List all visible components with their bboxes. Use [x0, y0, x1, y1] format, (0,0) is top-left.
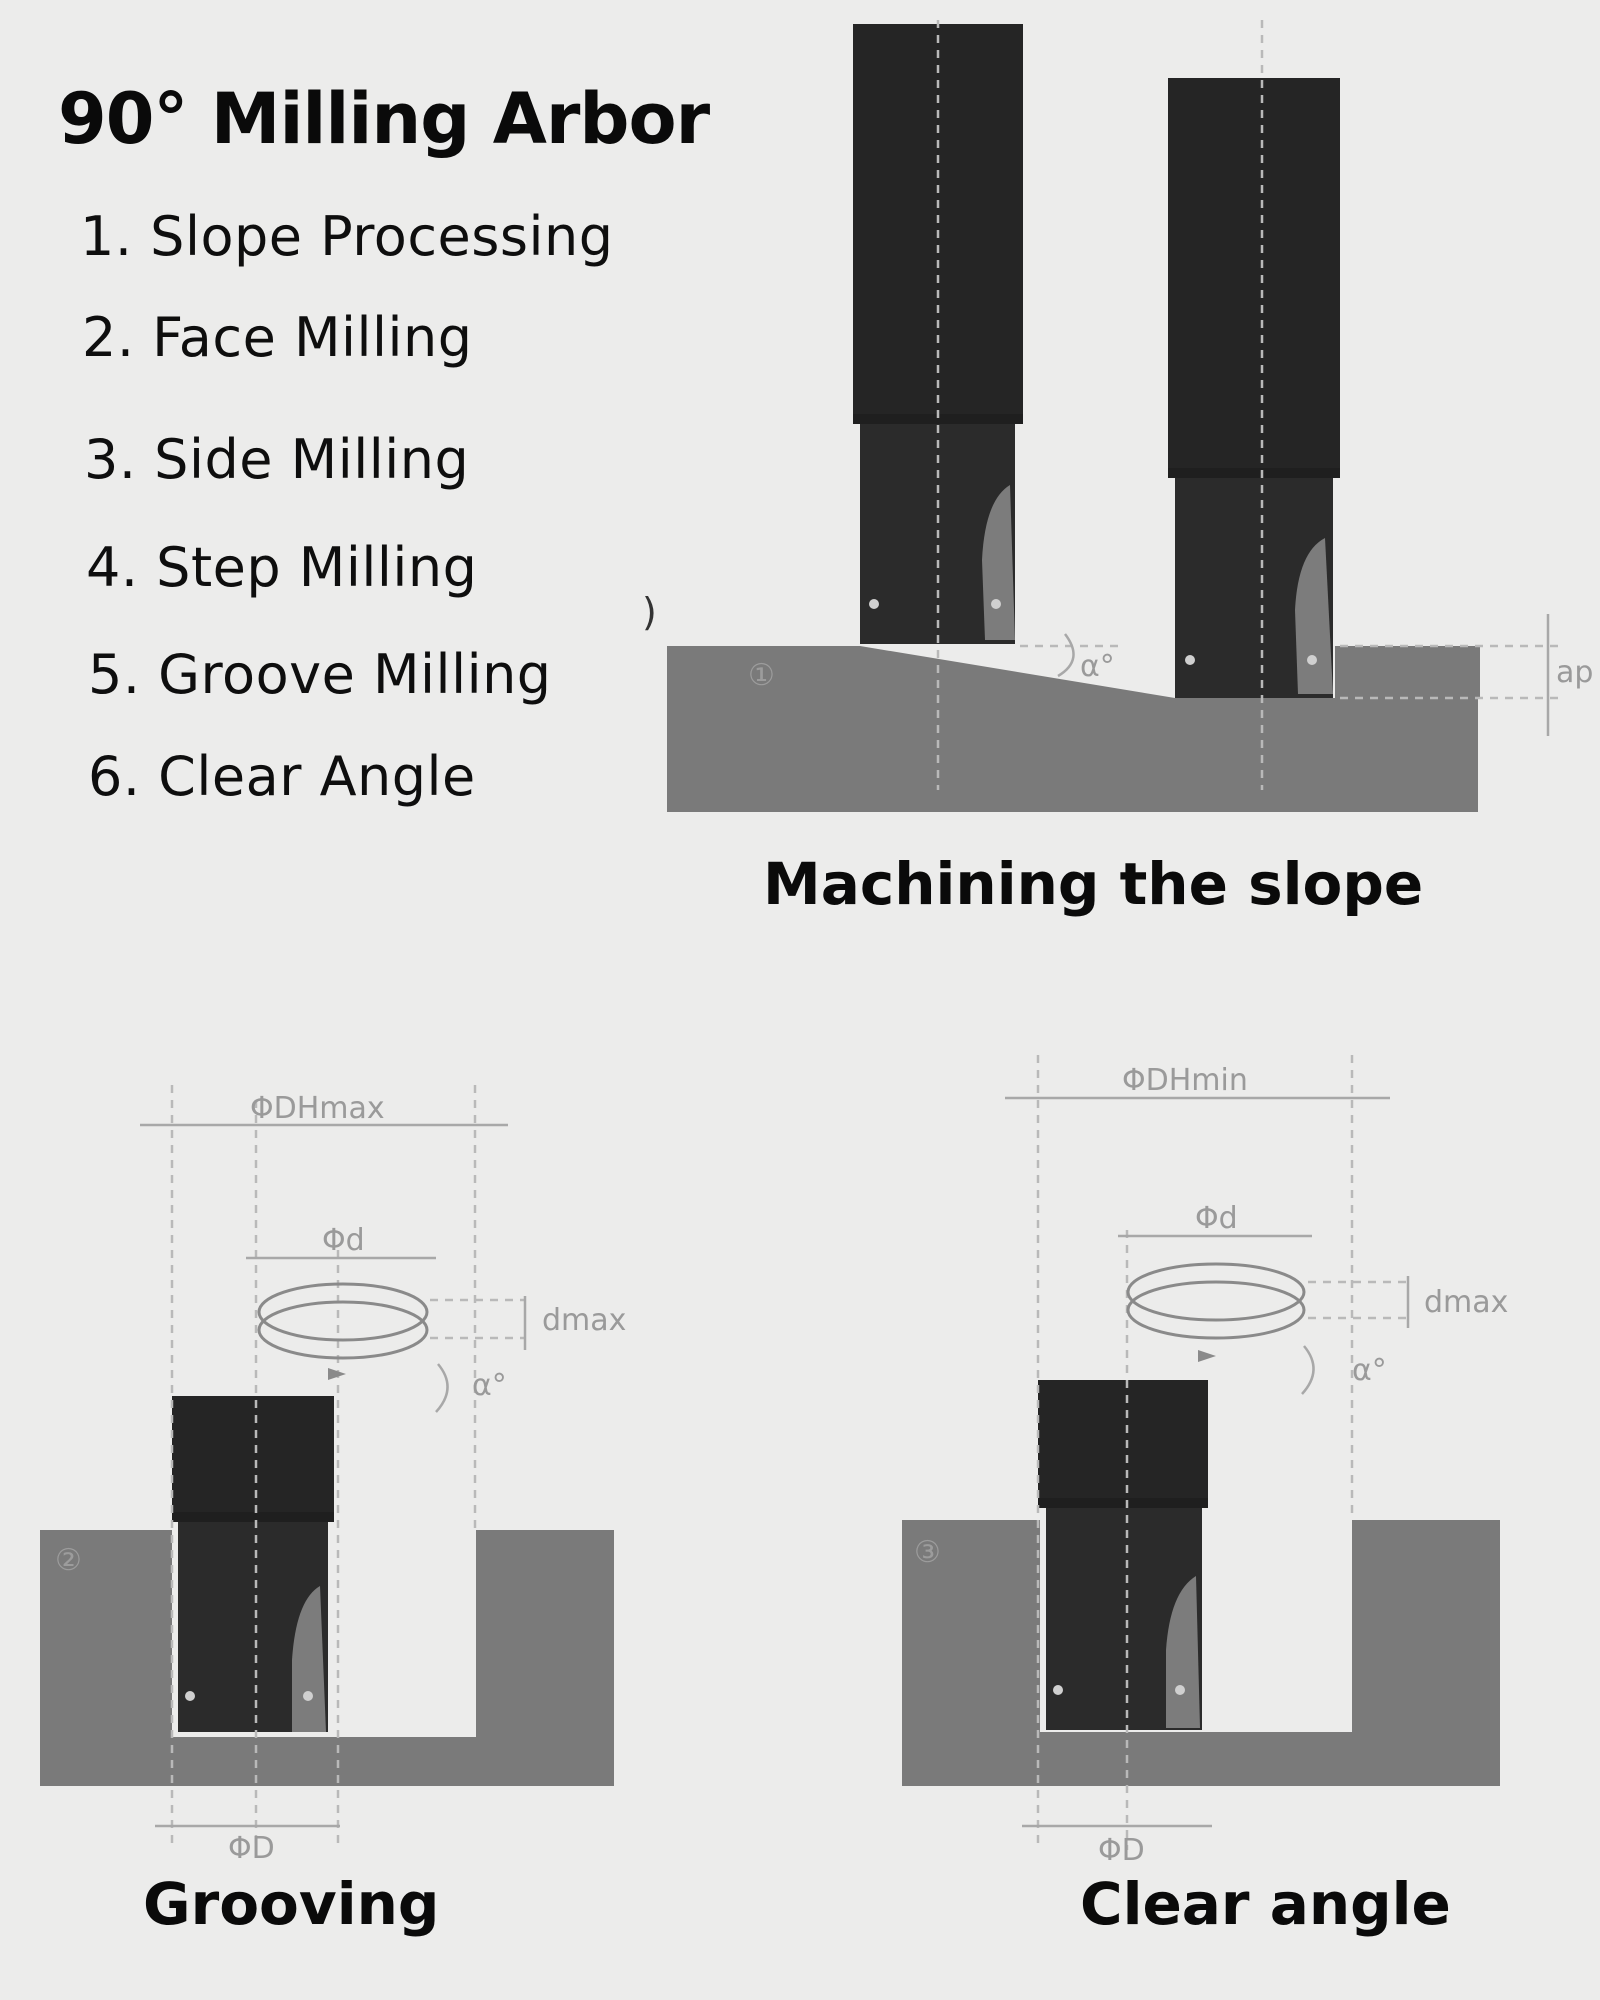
groove-workpiece	[40, 1530, 614, 1786]
slope-workpiece-step	[1335, 646, 1478, 706]
slope-tool-1-insert	[982, 485, 1015, 640]
groove-rotation-icon	[257, 1300, 429, 1360]
feature-item: 6. Clear Angle	[88, 745, 476, 808]
feature-item: 3. Side Milling	[84, 428, 470, 491]
page-title: 90° Milling Arbor	[58, 78, 710, 160]
groove-rotation-arrow-icon	[328, 1368, 346, 1380]
clear-diagram: ΦDHmin Φd dmax α° ΦD ③	[902, 1055, 1508, 1868]
groove-tool-screw	[185, 1691, 195, 1701]
groove-rotation-icon	[257, 1282, 429, 1342]
caption-grooving: Grooving	[143, 1870, 440, 1938]
slope-workpiece	[667, 646, 1480, 812]
clear-tool-screw	[1175, 1685, 1185, 1695]
clear-tool-insert	[1166, 1576, 1200, 1728]
slope-tool-1-screw	[869, 599, 879, 609]
clear-d-label: Φd	[1195, 1201, 1238, 1236]
groove-diagram: ΦDHmax Φd dmax α° ΦD ②	[40, 1085, 626, 1866]
slope-tool-2-insert	[1295, 538, 1333, 694]
clear-dhmin-label: ΦDHmin	[1122, 1063, 1248, 1098]
groove-tool-collar	[172, 1512, 334, 1522]
slope-angle-arc	[1057, 633, 1075, 678]
feature-item: 1. Slope Processing	[80, 205, 614, 268]
clear-tool-collar	[1038, 1498, 1208, 1508]
clear-tool-shank	[1038, 1380, 1208, 1498]
groove-D-label: ΦD	[228, 1831, 275, 1866]
groove-marker: ②	[55, 1543, 82, 1578]
slope-tool-2-collar	[1168, 468, 1340, 478]
slope-diagram: α° ap ① )	[642, 20, 1593, 812]
clear-tool-screw	[1053, 1685, 1063, 1695]
clear-D-label: ΦD	[1098, 1833, 1145, 1868]
clear-marker: ③	[914, 1535, 941, 1570]
feature-item: 5. Groove Milling	[88, 643, 552, 706]
groove-dmax-label: dmax	[542, 1303, 626, 1338]
slope-tool-2-shank	[1168, 78, 1340, 468]
clear-angle-arc	[1301, 1345, 1315, 1395]
groove-tool-shank	[172, 1396, 334, 1512]
caption-clear-angle: Clear angle	[1080, 1870, 1451, 1938]
groove-d-label: Φd	[322, 1223, 365, 1258]
groove-tool-screw	[303, 1691, 313, 1701]
groove-tool-insert	[292, 1586, 326, 1732]
clear-angle-label: α°	[1352, 1353, 1387, 1388]
clear-rotation-icon	[1126, 1262, 1306, 1322]
feature-item: 4. Step Milling	[86, 536, 478, 599]
groove-dhmax-label: ΦDHmax	[250, 1091, 385, 1126]
slope-tool-2-screw	[1185, 655, 1195, 665]
clear-workpiece	[902, 1520, 1500, 1786]
slope-marker: ①	[748, 658, 775, 693]
caption-slope: Machining the slope	[763, 850, 1424, 918]
groove-angle-arc	[435, 1363, 449, 1413]
slope-tool-1-screw	[991, 599, 1001, 609]
slope-cropped-mark: )	[642, 590, 657, 634]
groove-angle-label: α°	[472, 1368, 507, 1403]
clear-dmax-label: dmax	[1424, 1285, 1508, 1320]
slope-depth-label: ap	[1556, 655, 1593, 690]
slope-tool-1-collar	[853, 414, 1023, 424]
clear-rotation-arrow-icon	[1198, 1350, 1216, 1362]
clear-rotation-icon	[1126, 1280, 1306, 1340]
feature-item: 2. Face Milling	[82, 306, 473, 369]
slope-angle-label: α°	[1080, 649, 1115, 684]
slope-tool-2-screw	[1307, 655, 1317, 665]
